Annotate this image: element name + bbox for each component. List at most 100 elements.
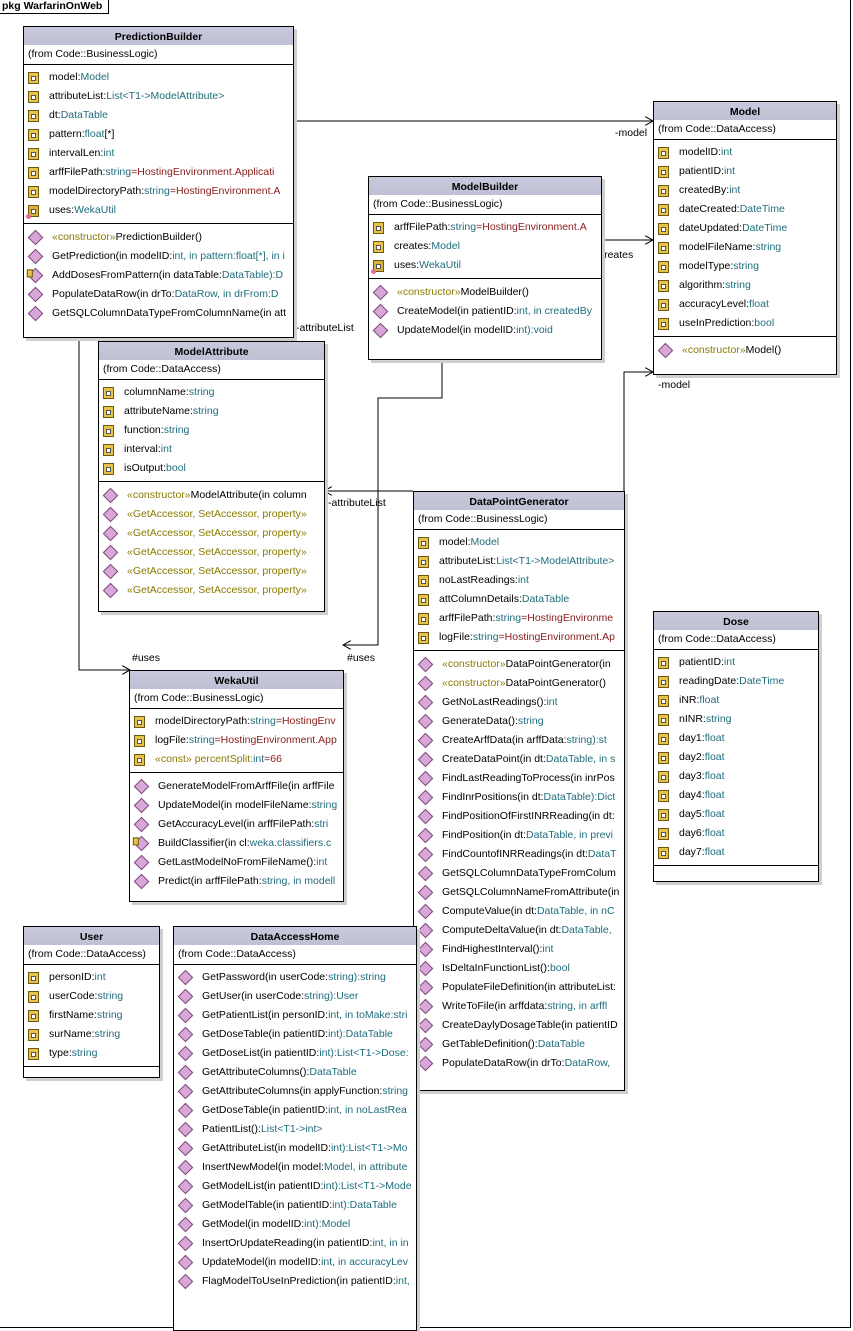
operation-row[interactable]: «GetAccessor, SetAccessor, property» bbox=[99, 524, 324, 543]
attribute-row[interactable]: columnName:string bbox=[99, 383, 324, 402]
attribute-row[interactable]: firstName:string bbox=[24, 1006, 159, 1025]
operation-row[interactable]: UpdateModel(in modelID:int, in accuracyL… bbox=[174, 1253, 416, 1272]
attribute-row[interactable]: day4:float bbox=[654, 786, 818, 805]
attribute-row[interactable]: attributeList:List<T1->ModelAttribute> bbox=[24, 87, 293, 106]
attribute-row[interactable]: uses:WekaUtil bbox=[24, 201, 293, 220]
operation-row[interactable]: FindHighestInterval():int bbox=[414, 940, 624, 959]
attribute-row[interactable]: arffFilePath:string=HostingEnvironme bbox=[414, 609, 624, 628]
attribute-row[interactable]: creates:Model bbox=[369, 237, 601, 256]
attribute-row[interactable]: dateUpdated:DateTime bbox=[654, 219, 836, 238]
operation-row[interactable]: IsDeltaInFunctionList():bool bbox=[414, 959, 624, 978]
attribute-row[interactable]: pattern:float[*] bbox=[24, 125, 293, 144]
operation-row[interactable]: «constructor» PredictionBuilder() bbox=[24, 228, 293, 247]
operation-row[interactable]: GetSQLColumnDataTypeFromColum bbox=[414, 864, 624, 883]
operation-row[interactable]: «constructor» Model() bbox=[654, 341, 836, 360]
operation-row[interactable]: «GetAccessor, SetAccessor, property» bbox=[99, 543, 324, 562]
operation-row[interactable]: GetAccuracyLevel(in arffFilePath:stri bbox=[130, 815, 343, 834]
operation-row[interactable]: GetSQLColumnNameFromAttribute(in bbox=[414, 883, 624, 902]
operation-row[interactable]: «GetAccessor, SetAccessor, property» bbox=[99, 505, 324, 524]
operation-row[interactable]: GetModel(in modelID:int):Model bbox=[174, 1215, 416, 1234]
attribute-row[interactable]: day7:float bbox=[654, 843, 818, 862]
attribute-row[interactable]: modelFileName:string bbox=[654, 238, 836, 257]
attribute-row[interactable]: surName:string bbox=[24, 1025, 159, 1044]
operation-row[interactable]: GetPrediction(in modelID:int, in pattern… bbox=[24, 247, 293, 266]
attribute-row[interactable]: patientID:int bbox=[654, 162, 836, 181]
operation-row[interactable]: FindLastReadingToProcess(in inrPos bbox=[414, 769, 624, 788]
operation-row[interactable]: GetAttributeColumns(in applyFunction:str… bbox=[174, 1082, 416, 1101]
operation-row[interactable]: GetDoseTable(in patientID:int):DataTable bbox=[174, 1025, 416, 1044]
operation-row[interactable]: «constructor» ModelBuilder() bbox=[369, 283, 601, 302]
operation-row[interactable]: FindInrPositions(in dt:DataTable):Dict bbox=[414, 788, 624, 807]
attribute-row[interactable]: readingDate:DateTime bbox=[654, 672, 818, 691]
operation-row[interactable]: GetModelList(in patientID:int):List<T1->… bbox=[174, 1177, 416, 1196]
attribute-row[interactable]: isOutput:bool bbox=[99, 459, 324, 478]
class-dose[interactable]: Dose(from Code::DataAccess)patientID:int… bbox=[653, 611, 819, 882]
operation-row[interactable]: GetUser(in userCode:string):User bbox=[174, 987, 416, 1006]
operation-row[interactable]: AddDosesFromPattern(in dataTable:DataTab… bbox=[24, 266, 293, 285]
attribute-row[interactable]: day2:float bbox=[654, 748, 818, 767]
operation-row[interactable]: GetNoLastReadings():int bbox=[414, 693, 624, 712]
attribute-row[interactable]: iNR:float bbox=[654, 691, 818, 710]
attribute-row[interactable]: useInPrediction:bool bbox=[654, 314, 836, 333]
attribute-row[interactable]: dt:DataTable bbox=[24, 106, 293, 125]
attribute-row[interactable]: uses:WekaUtil bbox=[369, 256, 601, 275]
attribute-row[interactable]: model:Model bbox=[414, 533, 624, 552]
operation-row[interactable]: PatientList():List<T1->int> bbox=[174, 1120, 416, 1139]
operation-row[interactable]: GetModelTable(in patientID:int):DataTabl… bbox=[174, 1196, 416, 1215]
attribute-row[interactable]: modelDirectoryPath:string=HostingEnviron… bbox=[24, 182, 293, 201]
operation-row[interactable]: GetAttributeList(in modelID:int):List<T1… bbox=[174, 1139, 416, 1158]
operation-row[interactable]: CreateModel(in patientID:int, in created… bbox=[369, 302, 601, 321]
attribute-row[interactable]: attributeName:string bbox=[99, 402, 324, 421]
operation-row[interactable]: UpdateModel(in modelFileName:string bbox=[130, 796, 343, 815]
class-data-point-generator[interactable]: DataPointGenerator(from Code::BusinessLo… bbox=[413, 491, 625, 1091]
operation-row[interactable]: GenerateModelFromArffFile(in arffFile bbox=[130, 777, 343, 796]
operation-row[interactable]: «constructor» DataPointGenerator(in bbox=[414, 655, 624, 674]
attribute-row[interactable]: modelType:string bbox=[654, 257, 836, 276]
attribute-row[interactable]: logFile:string=HostingEnvironment.App bbox=[130, 731, 343, 750]
attribute-row[interactable]: type:string bbox=[24, 1044, 159, 1063]
attribute-row[interactable]: function:string bbox=[99, 421, 324, 440]
class-data-access-home[interactable]: DataAccessHome(from Code::DataAccess)Get… bbox=[173, 926, 417, 1331]
class-weka-util[interactable]: WekaUtil(from Code::BusinessLogic)modelD… bbox=[129, 670, 344, 902]
class-prediction-builder[interactable]: PredictionBuilder(from Code::BusinessLog… bbox=[23, 26, 294, 338]
attribute-row[interactable]: model:Model bbox=[24, 68, 293, 87]
operation-row[interactable]: PopulateDataRow(in drTo:DataRow, bbox=[414, 1054, 624, 1073]
class-model-builder[interactable]: ModelBuilder(from Code::BusinessLogic)ar… bbox=[368, 176, 602, 360]
operation-row[interactable]: «GetAccessor, SetAccessor, property» bbox=[99, 581, 324, 600]
attribute-row[interactable]: attributeList:List<T1->ModelAttribute> bbox=[414, 552, 624, 571]
operation-row[interactable]: GetPassword(in userCode:string):string bbox=[174, 968, 416, 987]
operation-row[interactable]: FlagModelToUseInPrediction(in patientID:… bbox=[174, 1272, 416, 1291]
operation-row[interactable]: GetDoseList(in patientID:int):List<T1->D… bbox=[174, 1044, 416, 1063]
operation-row[interactable]: ComputeDeltaValue(in dt:DataTable, bbox=[414, 921, 624, 940]
attribute-row[interactable]: «const» percentSplit:int=66 bbox=[130, 750, 343, 769]
attribute-row[interactable]: noLastReadings:int bbox=[414, 571, 624, 590]
attribute-row[interactable]: modelID:int bbox=[654, 143, 836, 162]
attribute-row[interactable]: nINR:string bbox=[654, 710, 818, 729]
operation-row[interactable]: PopulateFileDefinition(in attributeList: bbox=[414, 978, 624, 997]
operation-row[interactable]: WriteToFile(in arffdata:string, in arffl bbox=[414, 997, 624, 1016]
attribute-row[interactable]: createdBy:int bbox=[654, 181, 836, 200]
operation-row[interactable]: «constructor» ModelAttribute(in column bbox=[99, 486, 324, 505]
operation-row[interactable]: ComputeValue(in dt:DataTable, in nC bbox=[414, 902, 624, 921]
class-model-attribute[interactable]: ModelAttribute(from Code::DataAccess)col… bbox=[98, 341, 325, 612]
operation-row[interactable]: GetLastModelNoFromFileName():int bbox=[130, 853, 343, 872]
operation-row[interactable]: GetTableDefinition():DataTable bbox=[414, 1035, 624, 1054]
attribute-row[interactable]: userCode:string bbox=[24, 987, 159, 1006]
operation-row[interactable]: FindPosition(in dt:DataTable, in previ bbox=[414, 826, 624, 845]
operation-row[interactable]: «constructor» DataPointGenerator() bbox=[414, 674, 624, 693]
attribute-row[interactable]: arffFilePath:string=HostingEnvironment.A bbox=[369, 218, 601, 237]
operation-row[interactable]: CreateDaylyDosageTable(in patientID bbox=[414, 1016, 624, 1035]
attribute-row[interactable]: algorithm:string bbox=[654, 276, 836, 295]
attribute-row[interactable]: day5:float bbox=[654, 805, 818, 824]
operation-row[interactable]: InsertNewModel(in model:Model, in attrib… bbox=[174, 1158, 416, 1177]
operation-row[interactable]: FindCountofINRReadings(in dt:DataT bbox=[414, 845, 624, 864]
operation-row[interactable]: CreateArffData(in arffData:string):st bbox=[414, 731, 624, 750]
operation-row[interactable]: PopulateDataRow(in drTo:DataRow, in drFr… bbox=[24, 285, 293, 304]
attribute-row[interactable]: personID:int bbox=[24, 968, 159, 987]
attribute-row[interactable]: attColumnDetails:DataTable bbox=[414, 590, 624, 609]
operation-row[interactable]: InsertOrUpdateReading(in patientID:int, … bbox=[174, 1234, 416, 1253]
attribute-row[interactable]: logFile:string=HostingEnvironment.Ap bbox=[414, 628, 624, 647]
operation-row[interactable]: GenerateData():string bbox=[414, 712, 624, 731]
attribute-row[interactable]: dateCreated:DateTime bbox=[654, 200, 836, 219]
